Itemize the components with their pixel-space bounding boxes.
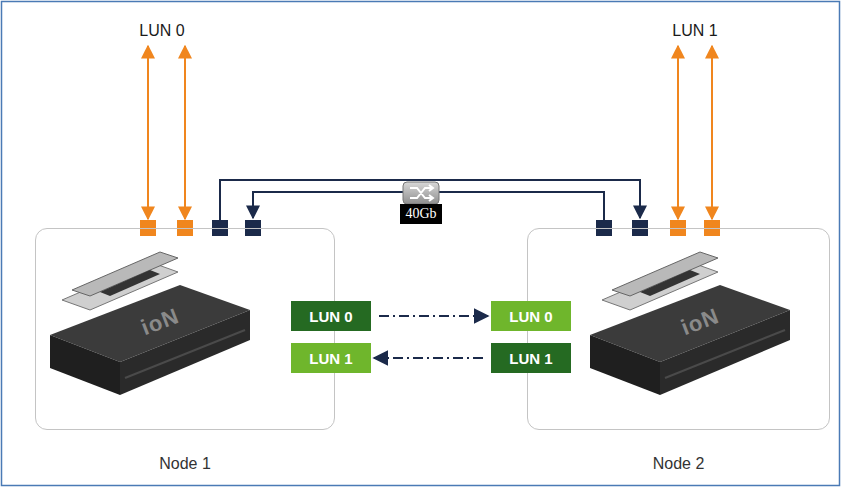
link-speed: 40Gb: [400, 204, 441, 224]
replication-arrow: [379, 315, 488, 317]
lun-label: LUN 0: [139, 22, 184, 40]
node-text: LUN 0: [509, 308, 552, 325]
node-text: LUN 1: [309, 350, 352, 367]
server-node: Node 1LUN 0LUN 1: [35, 228, 335, 430]
host-link: [677, 46, 679, 219]
host-link: [184, 46, 186, 219]
lun-box: LUN 1: [491, 343, 571, 373]
node-text: LUN 1: [509, 350, 552, 367]
lun-box: LUN 1: [291, 343, 371, 373]
host-link: [711, 46, 713, 219]
node-text: Node 1: [36, 455, 334, 473]
server-node: Node 2LUN 0LUN 1: [527, 228, 830, 430]
node-text: LUN 0: [309, 308, 352, 325]
lun-box: LUN 0: [291, 301, 371, 331]
host-link: [147, 46, 149, 219]
node-text: Node 2: [528, 455, 829, 473]
brand-logo: ioN: [137, 303, 182, 341]
lun-box: LUN 0: [491, 301, 571, 331]
storage-appliance: [590, 252, 790, 395]
switch-icon: [403, 182, 439, 204]
storage-appliance: [50, 252, 250, 395]
switch-arrows: [410, 185, 433, 201]
lun-label: LUN 1: [672, 22, 717, 40]
brand-logo: ioN: [677, 303, 722, 341]
replication-arrow: [374, 357, 483, 359]
